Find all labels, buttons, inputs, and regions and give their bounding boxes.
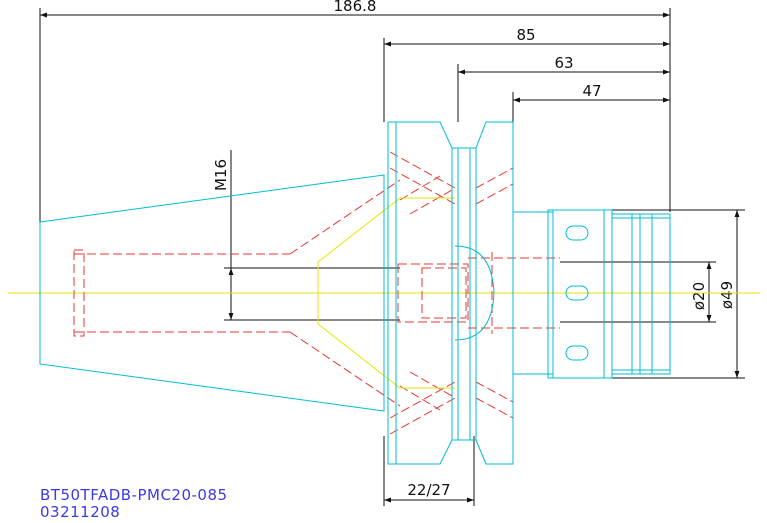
dim-thread-m16: M16 [212,159,230,191]
dim-length-85: 85 [516,26,535,44]
dim-length-63: 63 [554,54,573,72]
hidden-features [73,151,560,435]
dim-overall-length: 186.8 [334,0,377,15]
part-code: 03211208 [40,503,121,521]
extension-lines [39,8,745,506]
clamp-nut [547,209,613,379]
v-groove [451,147,477,441]
inner-cone-outline [317,197,455,389]
part-number: BT50TFADB-PMC20-085 [40,486,228,504]
dim-diameter-20: ø20 [690,282,708,310]
nut-front [611,213,671,375]
holder-outline [39,121,671,465]
dim-diameter-49: ø49 [718,281,736,309]
dimension-lines [40,12,740,503]
dimension-texts: 186.8 85 63 47 M16 ø20 ø49 22/27 [212,0,736,499]
dim-length-47: 47 [582,82,601,100]
dim-flange-width: 22/27 [407,481,450,499]
